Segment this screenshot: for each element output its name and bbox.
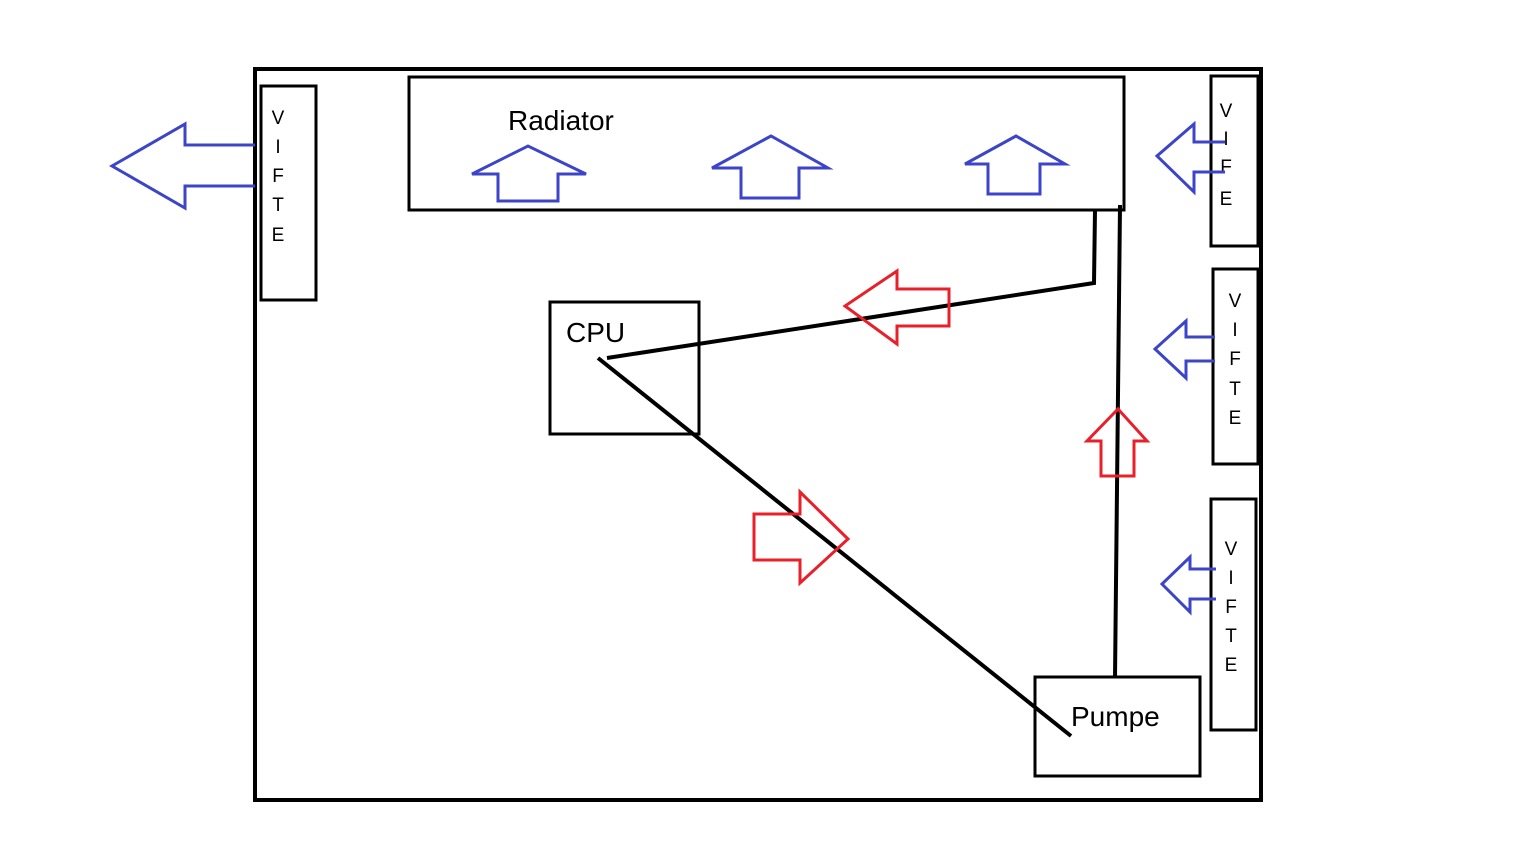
fan-right-bottom xyxy=(1209,497,1258,732)
tube-radiator-to-pump xyxy=(1113,204,1122,679)
coolant-flow-arrow xyxy=(842,268,951,347)
svg-text:E: E xyxy=(1225,655,1238,676)
svg-text:F: F xyxy=(1220,157,1232,178)
fan-right-middle xyxy=(1211,267,1260,466)
pump-label: Pumpe xyxy=(1071,701,1160,732)
svg-text:V: V xyxy=(1229,291,1242,312)
svg-text:E: E xyxy=(1220,189,1233,210)
svg-text:F: F xyxy=(272,166,284,187)
svg-text:I: I xyxy=(275,137,280,158)
svg-text:T: T xyxy=(1225,626,1237,647)
exhaust-air-arrow xyxy=(108,121,255,211)
radiator-box xyxy=(407,75,1126,212)
radiator-airflow-arrow xyxy=(964,134,1071,196)
svg-text:V: V xyxy=(1220,101,1233,122)
intake-air-arrow xyxy=(1152,317,1215,382)
pump-box xyxy=(1033,675,1202,778)
tube-pump-to-cpu xyxy=(596,356,1073,738)
coolant-flow-arrow xyxy=(752,488,851,587)
coolant-flow-arrow xyxy=(1083,406,1151,478)
fan-right-top xyxy=(1209,74,1260,248)
intake-air-arrow xyxy=(1159,553,1216,616)
fan-right-top-label: V I F E xyxy=(1220,101,1233,210)
svg-text:I: I xyxy=(1228,568,1233,589)
svg-text:T: T xyxy=(272,195,284,216)
svg-text:E: E xyxy=(1229,408,1242,429)
fan-left-label: V I F T E xyxy=(272,108,285,246)
svg-text:V: V xyxy=(272,108,285,129)
fan-left xyxy=(259,84,318,302)
svg-text:V: V xyxy=(1225,539,1238,560)
radiator-airflow-arrow xyxy=(471,144,587,203)
intake-air-arrow xyxy=(1154,120,1225,196)
cpu-label: CPU xyxy=(566,317,625,348)
fan-right-middle-label: V I F T E xyxy=(1229,291,1242,429)
svg-text:I: I xyxy=(1232,320,1237,341)
svg-text:F: F xyxy=(1229,349,1241,370)
svg-text:T: T xyxy=(1229,379,1241,400)
radiator-label: Radiator xyxy=(508,105,614,136)
fan-right-bottom-label: V I F T E xyxy=(1225,539,1238,676)
svg-text:E: E xyxy=(272,225,285,246)
pc-case xyxy=(253,67,1263,802)
svg-text:I: I xyxy=(1223,129,1228,150)
svg-text:F: F xyxy=(1225,597,1237,618)
radiator-airflow-arrow xyxy=(711,134,834,200)
cpu-box xyxy=(548,300,701,436)
tube-cpu-to-radiator xyxy=(606,209,1097,360)
